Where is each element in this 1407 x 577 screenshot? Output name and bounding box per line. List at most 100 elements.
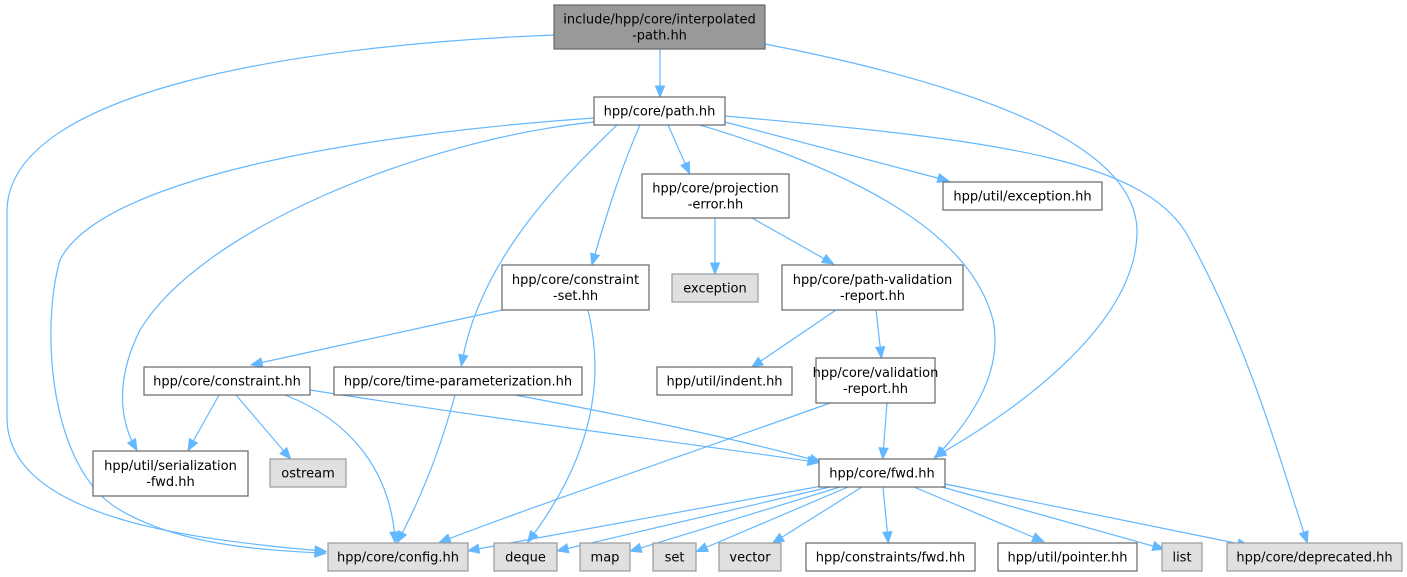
node-path[interactable]: hpp/core/path.hh xyxy=(593,96,726,126)
node-label: hpp/core/constraint.hh xyxy=(153,375,301,390)
edge-path-validation-report-to-indent xyxy=(750,309,837,368)
node-box xyxy=(997,542,1138,572)
edge-constraint-to-ostream-line xyxy=(235,394,289,457)
node-label: -report.hh xyxy=(843,382,908,397)
node-label: hpp/core/path.hh xyxy=(604,105,716,120)
edge-constraint-to-fwd xyxy=(309,389,821,467)
edge-path-to-fwd xyxy=(699,124,996,459)
node-list: list xyxy=(1161,542,1203,572)
node-label: -report.hh xyxy=(840,289,905,304)
node-label: -set.hh xyxy=(553,289,598,304)
node-path-validation-report[interactable]: hpp/core/path-validation-report.hh xyxy=(781,264,964,311)
node-time-parameterization[interactable]: hpp/core/time-parameterization.hh xyxy=(333,366,583,396)
edge-fwd-to-pointer-arrowhead xyxy=(1031,532,1045,543)
edge-path-to-time-parameterization-arrowhead xyxy=(458,353,469,368)
edge-fwd-to-list-arrowhead xyxy=(1151,540,1166,552)
node-label: deque xyxy=(505,551,546,566)
edge-fwd-to-map-arrowhead xyxy=(628,542,643,553)
edge-fwd-to-set-arrowhead xyxy=(695,542,709,553)
node-box xyxy=(553,4,766,50)
node-fwd[interactable]: hpp/core/fwd.hh xyxy=(818,458,946,488)
edge-root-to-path xyxy=(654,49,666,99)
edge-fwd-to-deprecated-line xyxy=(944,483,1246,546)
node-constraints-fwd[interactable]: hpp/constraints/fwd.hh xyxy=(805,542,976,572)
node-indent[interactable]: hpp/util/indent.hh xyxy=(656,366,793,396)
edge-fwd-to-pointer-line xyxy=(913,486,1041,541)
edge-constraint-to-serialization-fwd-arrowhead xyxy=(187,437,199,452)
edge-fwd-to-deque xyxy=(555,486,831,554)
edge-fwd-to-deprecated xyxy=(944,483,1251,549)
edge-constraint-set-to-constraint xyxy=(249,309,503,368)
node-label: hpp/core/path-validation xyxy=(793,273,953,288)
node-box xyxy=(942,181,1103,211)
edge-constraint-to-serialization-fwd-line xyxy=(189,394,220,448)
edge-validation-report-to-fwd xyxy=(878,402,889,461)
node-label: hpp/util/serialization xyxy=(104,459,237,474)
node-label: hpp/core/projection xyxy=(652,182,779,197)
edge-time-parameterization-to-config-line xyxy=(398,394,456,540)
edge-path-to-fwd-line xyxy=(699,124,996,456)
node-pointer[interactable]: hpp/util/pointer.hh xyxy=(997,542,1138,572)
node-projection-error[interactable]: hpp/core/projection-error.hh xyxy=(641,173,790,219)
node-label: hpp/core/fwd.hh xyxy=(829,467,935,482)
node-label: hpp/util/pointer.hh xyxy=(1008,551,1128,566)
node-root[interactable]: include/hpp/core/interpolated-path.hh xyxy=(553,4,766,50)
node-box xyxy=(671,273,759,303)
node-box xyxy=(718,542,782,572)
node-deprecated: hpp/core/deprecated.hh xyxy=(1226,542,1403,572)
edge-constraint-set-to-deque-arrowhead xyxy=(526,529,539,544)
edge-path-to-serialization-fwd xyxy=(121,121,595,452)
edge-projection-error-to-exception-arrowhead xyxy=(709,262,721,276)
edge-path-validation-report-to-indent-arrowhead xyxy=(750,356,765,368)
edge-path-to-util-exception-line xyxy=(724,121,946,181)
edge-time-parameterization-to-config xyxy=(396,394,456,544)
edge-projection-error-to-exception xyxy=(709,218,721,276)
edge-path-to-projection-error xyxy=(667,124,691,175)
node-label: hpp/core/validation xyxy=(813,366,939,381)
node-label: ostream xyxy=(281,467,335,482)
edge-validation-report-to-config xyxy=(438,402,831,544)
edge-fwd-to-constraints-fwd-line xyxy=(882,486,889,540)
node-label: vector xyxy=(729,551,771,566)
edge-fwd-to-set xyxy=(695,486,849,553)
edge-fwd-to-list-line xyxy=(941,486,1161,549)
node-serialization-fwd[interactable]: hpp/util/serialization-fwd.hh xyxy=(92,450,249,497)
edge-fwd-to-list xyxy=(941,486,1166,552)
node-box xyxy=(1226,542,1403,572)
edge-constraint-to-config-arrowhead xyxy=(389,531,400,545)
edge-path-to-deprecated xyxy=(724,115,1309,545)
node-label: -fwd.hh xyxy=(146,475,195,490)
node-constraint-set[interactable]: hpp/core/constraint-set.hh xyxy=(501,264,650,311)
node-box xyxy=(333,366,583,396)
edge-fwd-to-constraints-fwd xyxy=(882,486,893,545)
node-label: -path.hh xyxy=(632,29,687,44)
edge-path-to-time-parameterization xyxy=(458,124,618,368)
edge-fwd-to-vector-arrowhead xyxy=(771,532,786,544)
node-label: hpp/util/exception.hh xyxy=(953,190,1091,205)
nodes-layer: include/hpp/core/interpolated-path.hh hpp… xyxy=(92,4,1403,572)
node-box xyxy=(593,96,726,126)
node-validation-report[interactable]: hpp/core/validation-report.hh xyxy=(813,357,939,404)
node-box xyxy=(805,542,976,572)
node-box xyxy=(818,458,946,488)
edge-path-to-projection-error-arrowhead xyxy=(680,161,691,175)
edge-path-to-config xyxy=(50,117,595,558)
node-box xyxy=(781,264,964,311)
edge-time-parameterization-to-config-arrowhead xyxy=(396,529,408,544)
edge-constraint-set-to-deque-line xyxy=(529,309,596,540)
edge-constraint-to-ostream-arrowhead xyxy=(279,446,292,461)
node-box xyxy=(493,542,558,572)
node-label: hpp/constraints/fwd.hh xyxy=(816,551,966,566)
edge-fwd-to-map-line xyxy=(633,486,841,551)
edge-projection-error-to-path-validation-report-arrowhead xyxy=(820,253,835,265)
node-constraint[interactable]: hpp/core/constraint.hh xyxy=(143,366,311,396)
edge-fwd-to-deque-line xyxy=(560,486,831,551)
node-label: list xyxy=(1172,551,1191,566)
node-util-exception[interactable]: hpp/util/exception.hh xyxy=(942,181,1103,211)
edge-fwd-to-set-line xyxy=(699,486,849,551)
node-box xyxy=(501,264,650,311)
node-box xyxy=(656,366,793,396)
node-label: hpp/core/constraint xyxy=(512,273,639,288)
node-set: set xyxy=(652,542,697,572)
node-box xyxy=(92,450,249,497)
